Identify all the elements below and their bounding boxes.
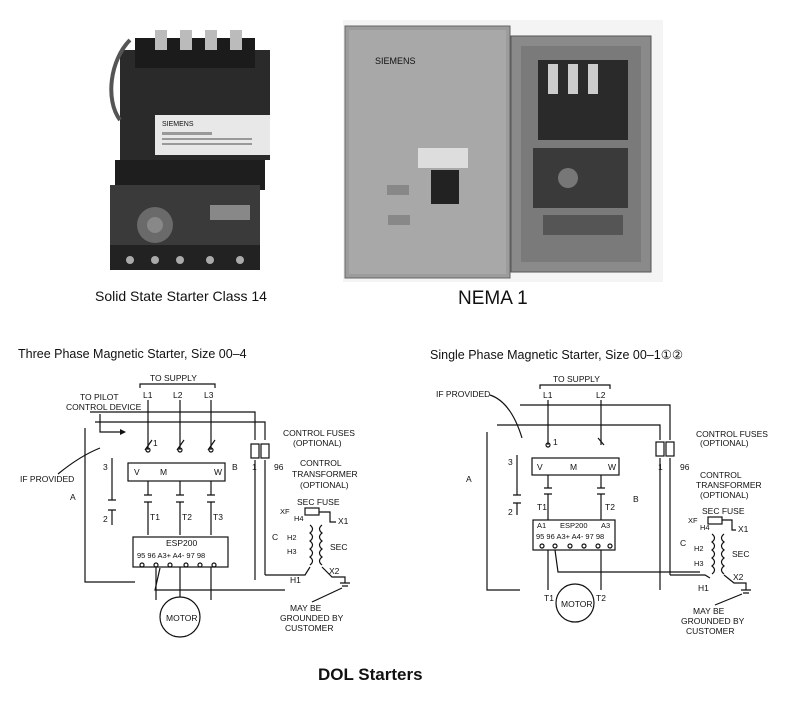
coil-w-label: W (214, 467, 222, 477)
transformer-label-right: TRANSFORMER (696, 480, 762, 490)
sec-fuse-right: SEC FUSE (702, 506, 745, 516)
solid-state-starter-photo: SIEMENS (109, 30, 270, 270)
to-pilot-label: TO PILOT (80, 392, 119, 402)
solid-state-caption: Solid State Starter Class 14 (95, 288, 267, 304)
h3-right: H3 (694, 559, 704, 568)
nema1-caption: NEMA 1 (458, 288, 528, 309)
grounded-line1-left: MAY BE (290, 603, 322, 613)
control-device-label: CONTROL DEVICE (66, 402, 142, 412)
siemens-logo-right: SIEMENS (375, 56, 416, 66)
if-provided-left: IF PROVIDED (20, 474, 74, 484)
esp200-label-right: ESP200 (560, 521, 588, 530)
grounded-line2-left: GROUNDED BY (280, 613, 344, 623)
optional2-left: (OPTIONAL) (300, 480, 349, 490)
grounded-line2-right: GROUNDED BY (681, 616, 745, 626)
line-l3: L3 (204, 390, 214, 400)
terminal-t2-left: T2 (182, 512, 192, 522)
terminal-t1-right: T1 (537, 502, 547, 512)
control-label-right: CONTROL (700, 470, 742, 480)
label-a-right: A (466, 474, 472, 484)
to-supply-label: TO SUPPLY (150, 373, 197, 383)
siemens-logo-left: SIEMENS (162, 121, 194, 128)
grounded-line3-left: CUSTOMER (285, 623, 334, 633)
motor-label-left: MOTOR (166, 613, 197, 623)
control-label-left: CONTROL (300, 458, 342, 468)
esp200-label-left: ESP200 (166, 538, 197, 548)
h1-left: H1 (290, 575, 301, 585)
nema1-enclosure-photo: SIEMENS (343, 20, 663, 282)
optional-left: (OPTIONAL) (293, 438, 342, 448)
term-3-left: 3 (103, 462, 108, 472)
terminal-t2-right: T2 (605, 502, 615, 512)
x1-left: X1 (338, 516, 349, 526)
x2-right: X2 (733, 572, 744, 582)
if-provided-right: IF PROVIDED (436, 389, 490, 399)
label-a-left: A (70, 492, 76, 502)
esp-terminals-right: 95 96 A3+ A4- 97 98 (536, 532, 604, 541)
line-l2-right: L2 (596, 390, 606, 400)
t2-motor-right: T2 (596, 593, 606, 603)
esp-terminals-left: 95 96 A3+ A4- 97 98 (137, 551, 205, 560)
sec-left: SEC (330, 542, 347, 552)
label-b-right: B (633, 494, 639, 504)
line-l2: L2 (173, 390, 183, 400)
line-l1-right: L1 (543, 390, 553, 400)
term-2-right: 2 (508, 507, 513, 517)
dol-starters-footer: DOL Starters (318, 665, 423, 684)
single-phase-title: Single Phase Magnetic Starter, Size 00–1… (430, 348, 684, 362)
h4-right: H4 (700, 523, 710, 532)
optional-right: (OPTIONAL) (700, 438, 749, 448)
xf-left: XF (280, 507, 290, 516)
coil-v-right: V (537, 462, 543, 472)
optional2-right: (OPTIONAL) (700, 490, 749, 500)
t1-motor-right: T1 (544, 593, 554, 603)
a3-right: A3 (601, 521, 610, 530)
three-phase-wiring-diagram: TO SUPPLY L1 L2 L3 TO PILOT CONTROL DEVI… (20, 373, 358, 638)
x2-left: X2 (329, 566, 340, 576)
control-fuses-left: CONTROL FUSES (283, 428, 355, 438)
terminal-t3-left: T3 (213, 512, 223, 522)
term-96-left: 96 (274, 462, 284, 472)
grounded-line1-right: MAY BE (693, 606, 725, 616)
term-96-right: 96 (680, 462, 690, 472)
label-b-left: B (232, 462, 238, 472)
term-1-right: 1 (553, 437, 558, 447)
coil-w-right: W (608, 462, 616, 472)
label-c-right: C (680, 538, 686, 548)
grounded-line3-right: CUSTOMER (686, 626, 735, 636)
h1-right: H1 (698, 583, 709, 593)
a1-right: A1 (537, 521, 546, 530)
transformer-label-left: TRANSFORMER (292, 469, 358, 479)
terminal-t1-left: T1 (150, 512, 160, 522)
term-1-left: 1 (153, 438, 158, 448)
h3-left: H3 (287, 547, 297, 556)
single-phase-wiring-diagram: TO SUPPLY L1 L2 IF PROVIDED 1 V M W 3 2 … (436, 374, 768, 636)
to-supply-label-right: TO SUPPLY (553, 374, 600, 384)
coil-v-label: V (134, 467, 140, 477)
label-c-left: C (272, 532, 278, 542)
sec-right: SEC (732, 549, 749, 559)
xf-right: XF (688, 516, 698, 525)
x1-right: X1 (738, 524, 749, 534)
motor-label-right: MOTOR (561, 599, 592, 609)
line-l1: L1 (143, 390, 153, 400)
coil-m-right: M (570, 462, 577, 472)
h2-left: H2 (287, 533, 297, 542)
term-3-right: 3 (508, 457, 513, 467)
sec-fuse-left: SEC FUSE (297, 497, 340, 507)
coil-m-label: M (160, 467, 167, 477)
control-fuses-right: CONTROL FUSES (696, 429, 768, 439)
term-2-left: 2 (103, 514, 108, 524)
h2-right: H2 (694, 544, 704, 553)
three-phase-title: Three Phase Magnetic Starter, Size 00–4 (18, 347, 247, 361)
h4-left: H4 (294, 514, 304, 523)
